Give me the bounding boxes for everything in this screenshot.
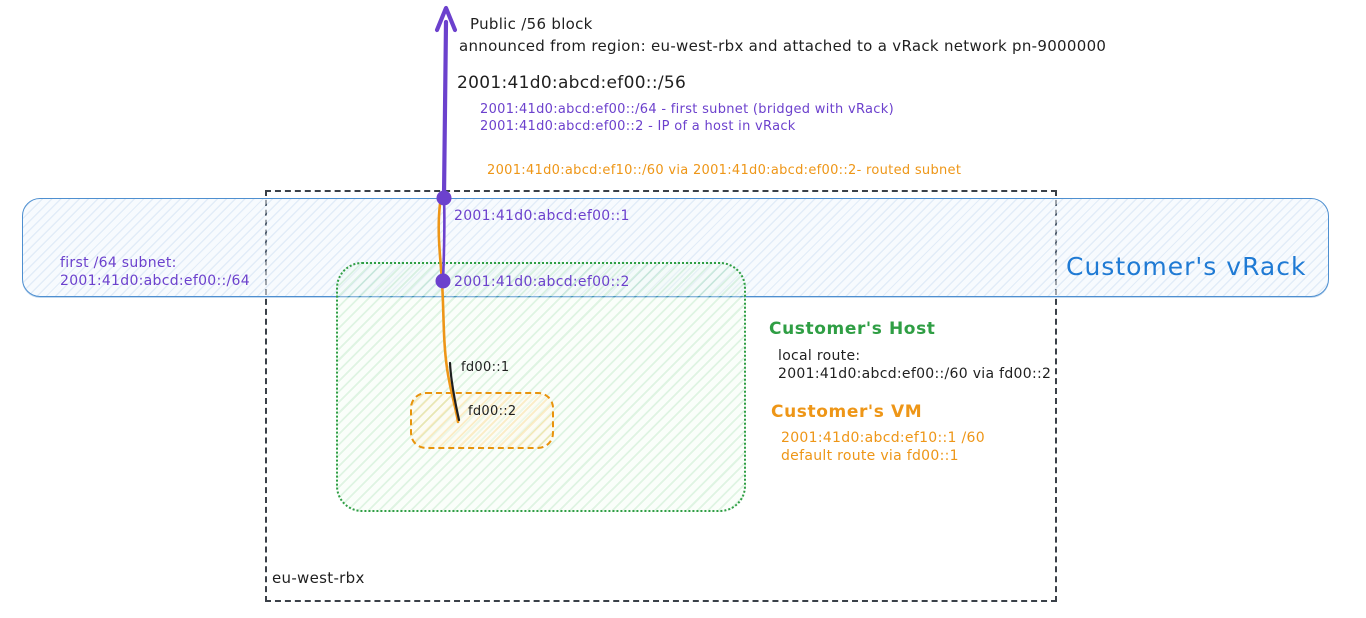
public-block-cidr: 2001:41d0:abcd:ef00::/56 [457,73,687,93]
local-route-label: local route: [778,348,861,364]
bridged-subnet-note: 2001:41d0:abcd:ef00::/64 - first subnet … [480,102,894,117]
host-ip-label: 2001:41d0:abcd:ef00::2 [454,274,630,290]
gateway-ip-label: 2001:41d0:abcd:ef00::1 [454,208,630,224]
host-title: Customer's Host [769,319,936,339]
region-box [265,190,1057,602]
first-subnet-label: first /64 subnet: [60,255,177,271]
vm-ip-label: 2001:41d0:abcd:ef10::1 /60 [781,430,985,446]
vm-default-route-label: default route via fd00::1 [781,448,959,464]
local-route-value: 2001:41d0:abcd:ef00::/60 via fd00::2 [778,366,1052,382]
routed-subnet-note: 2001:41d0:abcd:ef10::/60 via 2001:41d0:a… [487,163,962,178]
public-block-arrow [441,19,449,199]
public-block-subtitle: announced from region: eu-west-rbx and a… [459,37,1107,55]
vrack-title: Customer's vRack [1066,252,1307,281]
veth-host-ip-label: fd00::1 [461,360,510,375]
veth-vm-ip-label: fd00::2 [468,404,517,419]
vm-box [410,392,554,449]
arrowhead-icon [434,5,458,33]
host-box [336,262,746,512]
public-block-title: Public /56 block [470,15,593,33]
vm-title: Customer's VM [771,402,923,422]
first-subnet-cidr: 2001:41d0:abcd:ef00::/64 [60,273,250,289]
region-label: eu-west-rbx [272,569,365,587]
vrack-band [22,198,1329,297]
host-ip-note: 2001:41d0:abcd:ef00::2 - IP of a host in… [480,119,796,134]
